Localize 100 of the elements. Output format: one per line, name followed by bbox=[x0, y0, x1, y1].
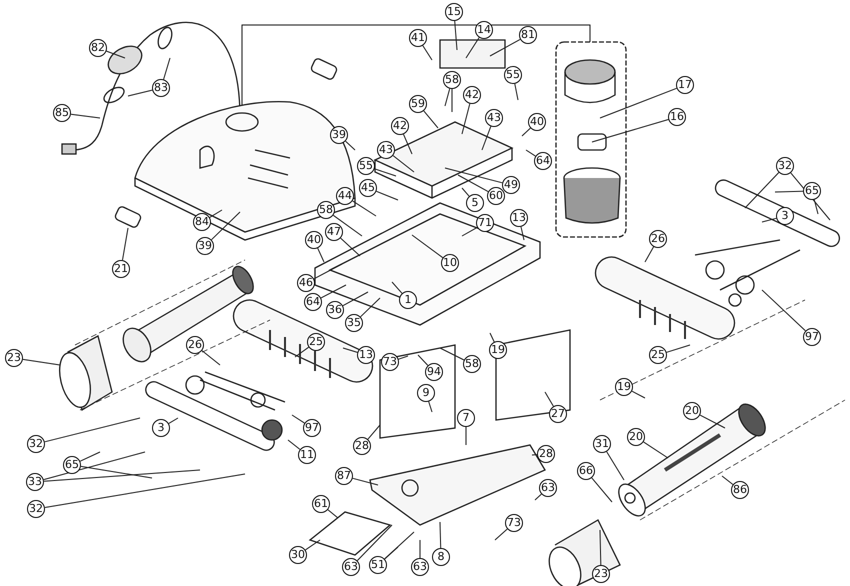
leader-line bbox=[384, 546, 398, 560]
leader-line bbox=[462, 103, 470, 134]
leader-line bbox=[490, 38, 521, 56]
leader-line bbox=[534, 494, 542, 500]
leader-line bbox=[70, 114, 100, 118]
callout-number: 21 bbox=[112, 260, 130, 278]
leader-line bbox=[774, 190, 804, 192]
leader-line bbox=[744, 172, 780, 208]
callout-number: 46 bbox=[297, 274, 315, 292]
callout-number: 13 bbox=[510, 209, 528, 227]
callout-number: 26 bbox=[649, 230, 667, 248]
leader-line bbox=[722, 476, 734, 485]
callout-number: 3 bbox=[152, 419, 170, 437]
leader-line bbox=[128, 90, 153, 96]
callout-number: 33 bbox=[26, 473, 44, 491]
leader-line bbox=[643, 441, 668, 458]
callout-number: 84 bbox=[193, 213, 211, 231]
leader-line bbox=[440, 348, 464, 360]
leader-line bbox=[428, 401, 432, 412]
leader-line bbox=[592, 119, 669, 142]
leader-line bbox=[462, 188, 470, 197]
callout-number: 73 bbox=[381, 353, 399, 371]
leader-line bbox=[462, 226, 478, 236]
callout-number: 58 bbox=[463, 355, 481, 373]
callout-number: 41 bbox=[409, 29, 427, 47]
callout-number: 7 bbox=[457, 409, 475, 427]
leader-line bbox=[340, 238, 360, 256]
callout-number: 71 bbox=[476, 214, 494, 232]
leader-line bbox=[163, 58, 170, 80]
leader-line bbox=[423, 110, 438, 128]
callout-number: 43 bbox=[485, 109, 503, 127]
callout-number: 55 bbox=[504, 66, 522, 84]
callout-number: 11 bbox=[298, 446, 316, 464]
callout-number: 28 bbox=[353, 437, 371, 455]
callout-number: 65 bbox=[803, 182, 821, 200]
leader-line bbox=[342, 348, 358, 353]
leader-line bbox=[514, 83, 518, 100]
callout-number: 59 bbox=[409, 95, 427, 113]
leader-line bbox=[294, 346, 310, 358]
callout-number: 15 bbox=[445, 3, 463, 21]
callout-number: 28 bbox=[537, 445, 555, 463]
leader-line bbox=[22, 358, 60, 366]
callout-number: 66 bbox=[577, 462, 595, 480]
callout-number: 63 bbox=[539, 479, 557, 497]
leader-line bbox=[356, 524, 392, 562]
callout-number: 5 bbox=[466, 194, 484, 212]
leader-line bbox=[327, 509, 338, 518]
leader-line bbox=[600, 530, 602, 566]
leader-line bbox=[384, 532, 414, 560]
callout-number: 30 bbox=[289, 546, 307, 564]
leader-line bbox=[202, 350, 220, 366]
callout-number: 42 bbox=[391, 117, 409, 135]
callout-number: 40 bbox=[528, 113, 546, 131]
leader-line bbox=[106, 50, 126, 58]
callout-number: 31 bbox=[593, 435, 611, 453]
callout-number: 61 bbox=[312, 495, 330, 513]
callout-number: 64 bbox=[304, 293, 322, 311]
callout-number: 63 bbox=[342, 558, 360, 576]
leader-line bbox=[44, 470, 200, 482]
callout-number: 19 bbox=[489, 341, 507, 359]
callout-number: 58 bbox=[443, 71, 461, 89]
callout-number: 26 bbox=[186, 336, 204, 354]
leader-line bbox=[209, 210, 222, 218]
callout-number: 32 bbox=[27, 435, 45, 453]
callout-number: 81 bbox=[519, 26, 537, 44]
leader-line bbox=[440, 522, 442, 548]
leader-line bbox=[392, 282, 402, 294]
leader-line bbox=[700, 414, 726, 428]
callout-number: 39 bbox=[196, 237, 214, 255]
callout-number: 23 bbox=[5, 349, 23, 367]
leader-line bbox=[288, 440, 300, 450]
leader-line bbox=[494, 528, 508, 540]
leader-line bbox=[342, 292, 368, 306]
leader-line bbox=[211, 212, 240, 240]
leader-line bbox=[403, 134, 412, 154]
leader-line bbox=[352, 478, 378, 486]
callout-number: 14 bbox=[475, 21, 493, 39]
callout-number: 65 bbox=[63, 456, 81, 474]
leader-line bbox=[80, 466, 152, 478]
leader-line bbox=[292, 414, 305, 424]
leader-line bbox=[412, 234, 444, 258]
callout-number: 86 bbox=[731, 481, 749, 499]
leader-line bbox=[632, 390, 646, 398]
callout-number: 20 bbox=[627, 428, 645, 446]
leader-line bbox=[352, 200, 376, 216]
callout-number: 97 bbox=[303, 419, 321, 437]
leader-line bbox=[666, 344, 690, 353]
leader-line bbox=[644, 246, 654, 262]
leader-line bbox=[422, 45, 432, 60]
callout-number: 97 bbox=[803, 328, 821, 346]
leader-line bbox=[458, 174, 489, 192]
leader-line bbox=[418, 354, 428, 366]
callout-number: 13 bbox=[357, 346, 375, 364]
leader-line bbox=[80, 452, 100, 462]
callout-number: 36 bbox=[326, 301, 344, 319]
leader-line bbox=[444, 168, 503, 184]
callout-number: 27 bbox=[549, 405, 567, 423]
callout-number: 19 bbox=[615, 378, 633, 396]
leader-line bbox=[482, 126, 492, 150]
leader-line bbox=[374, 168, 396, 176]
